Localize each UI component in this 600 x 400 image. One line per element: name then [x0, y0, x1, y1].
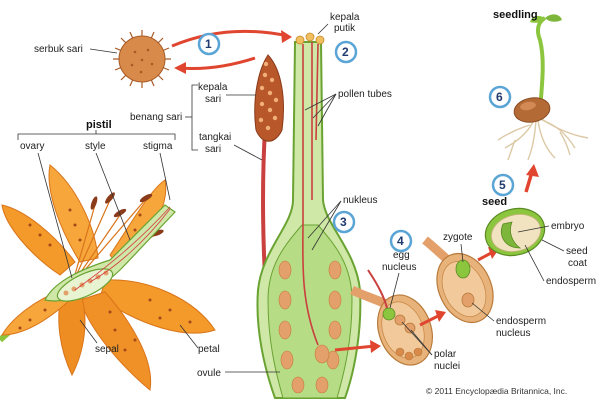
endosperm-leader: [524, 244, 545, 282]
polar-nuclei-line2: nuclei: [434, 361, 460, 372]
polar-nuclei-leader-2: [410, 329, 433, 356]
stigma-bumps: [295, 32, 325, 45]
copyright-credit: © 2011 Encyclopædia Britannica, Inc.: [426, 386, 567, 396]
egg-nucleus-circle: [382, 307, 396, 321]
zygote-shape: [455, 259, 471, 279]
filament-leader: [233, 144, 263, 161]
seedling-roots: [497, 117, 589, 161]
svg-text:5: 5: [499, 178, 506, 192]
stamen-label: benang sari: [130, 112, 182, 123]
step-badge-2: 2: [334, 40, 358, 64]
svg-text:3: 3: [340, 215, 347, 229]
flower-pollen-tubes: [74, 206, 171, 291]
zygote-leader: [460, 243, 464, 263]
pollen-grain-leader: [89, 48, 118, 54]
endosperm-nucleus-line2: nucleus: [496, 328, 530, 339]
svg-text:4: 4: [397, 234, 404, 248]
style-leader: [95, 152, 131, 241]
nucleus-label: nukleus: [343, 195, 377, 206]
anther-label-line2: sari: [205, 94, 221, 105]
seed-coat-line2: coat: [568, 258, 587, 269]
egg-label-line1: egg: [393, 250, 410, 261]
ovule-label: ovule: [197, 368, 221, 379]
pollen-tubes-leader-2: [312, 93, 337, 119]
sepal-shape: [58, 291, 86, 377]
pistil-ovules: [278, 260, 342, 394]
endosperm-nucleus-leader: [471, 302, 495, 322]
ovary-label: ovary: [20, 141, 44, 152]
anther-label-line1: kepala: [198, 82, 228, 93]
seedling-leaf-1: [530, 15, 545, 23]
endosperm-label: endosperm: [546, 276, 596, 287]
seedling-leaf-2: [545, 14, 562, 22]
pistil-pollen-tubes: [302, 42, 319, 346]
pistil-label: pistil: [86, 119, 112, 131]
petal-front-right: [99, 279, 216, 334]
stamen-bracket: [191, 84, 198, 151]
nucleus-leader-2: [311, 200, 342, 251]
svg-text:2: 2: [342, 45, 349, 59]
style-label: style: [85, 141, 106, 152]
stigma-label: stigma: [143, 141, 173, 152]
pollen-grain-label: serbuk sari: [34, 44, 83, 55]
seedling-label: seedling: [493, 9, 538, 21]
ovary-leader: [37, 152, 73, 279]
ovary-ovules: [63, 270, 109, 296]
seed-coat-leader: [541, 239, 565, 252]
pollen-tubes-label: pollen tubes: [338, 89, 392, 100]
seed-detail: seed embryo seed coat endosperm: [477, 196, 596, 287]
step-1-arrows: [171, 29, 292, 74]
egg-label-line2: nucleus: [382, 262, 416, 273]
petal-front-bottom: [79, 291, 152, 391]
petal-leader: [179, 324, 199, 349]
fertilized-ovule: [314, 344, 330, 364]
stigma-leader: [159, 152, 171, 201]
pollen-tubes-leader-3: [317, 93, 337, 127]
seedling-detail: seedling: [493, 9, 589, 193]
pollen-grain: serbuk sari: [34, 30, 171, 88]
sepal-leader: [79, 319, 98, 344]
embryo-shape: [501, 221, 522, 249]
polar-nuclei-line1: polar: [434, 349, 457, 360]
pistil-bracket: [17, 133, 176, 140]
seedling-shoot: [535, 16, 547, 111]
filament-label-line1: tangkai: [199, 132, 231, 143]
seed-coat-line1: seed: [566, 246, 588, 257]
step-badge-3: 3: [332, 210, 356, 234]
svg-text:6: 6: [496, 90, 503, 104]
sepal-label: sepal: [95, 344, 119, 355]
step-badge-6: 6: [488, 85, 512, 109]
egg-nucleus-leader: [389, 272, 400, 309]
zygote-label: zygote: [443, 232, 473, 243]
anther-pollen: [258, 61, 279, 131]
arrow-to-zygote: [419, 313, 441, 327]
petal-label: petal: [198, 344, 220, 355]
endosperm-nucleus-shape: [461, 292, 475, 308]
petal-back-left: [1, 204, 76, 276]
step-badge-1: 1: [197, 32, 221, 56]
step-badge-4: 4: [389, 229, 413, 253]
zygote-ovule: zygote endosperm nucleus: [419, 232, 546, 339]
stigma-top-label-line2: putik: [334, 23, 356, 34]
embryo-leader: [517, 225, 550, 233]
stigma-top-leader: [317, 23, 329, 35]
seedling-seed: [513, 97, 551, 123]
step-badge-5: 5: [491, 173, 515, 197]
filament-label-line2: sari: [205, 144, 221, 155]
seed-label: seed: [482, 196, 507, 208]
ovule-detail: egg nucleus polar nuclei: [334, 250, 460, 372]
nucleus-leader-1: [307, 200, 342, 239]
endosperm-nucleus-line1: endosperm: [496, 316, 546, 327]
embryo-label: embryo: [551, 221, 585, 232]
stigma-top-label-line1: kepala: [330, 12, 360, 23]
arrow-to-ovule: [334, 344, 376, 352]
step-badges: 1 2 3 4 5 6: [197, 32, 515, 253]
pollen-tubes-leader-1: [304, 93, 337, 111]
lily-flower: pistil ovary style stigma sepal petal: [0, 119, 220, 391]
svg-text:1: 1: [205, 37, 212, 51]
pistil-cross-section: kepala putik pollen tubes nukleus ovule: [197, 12, 392, 399]
